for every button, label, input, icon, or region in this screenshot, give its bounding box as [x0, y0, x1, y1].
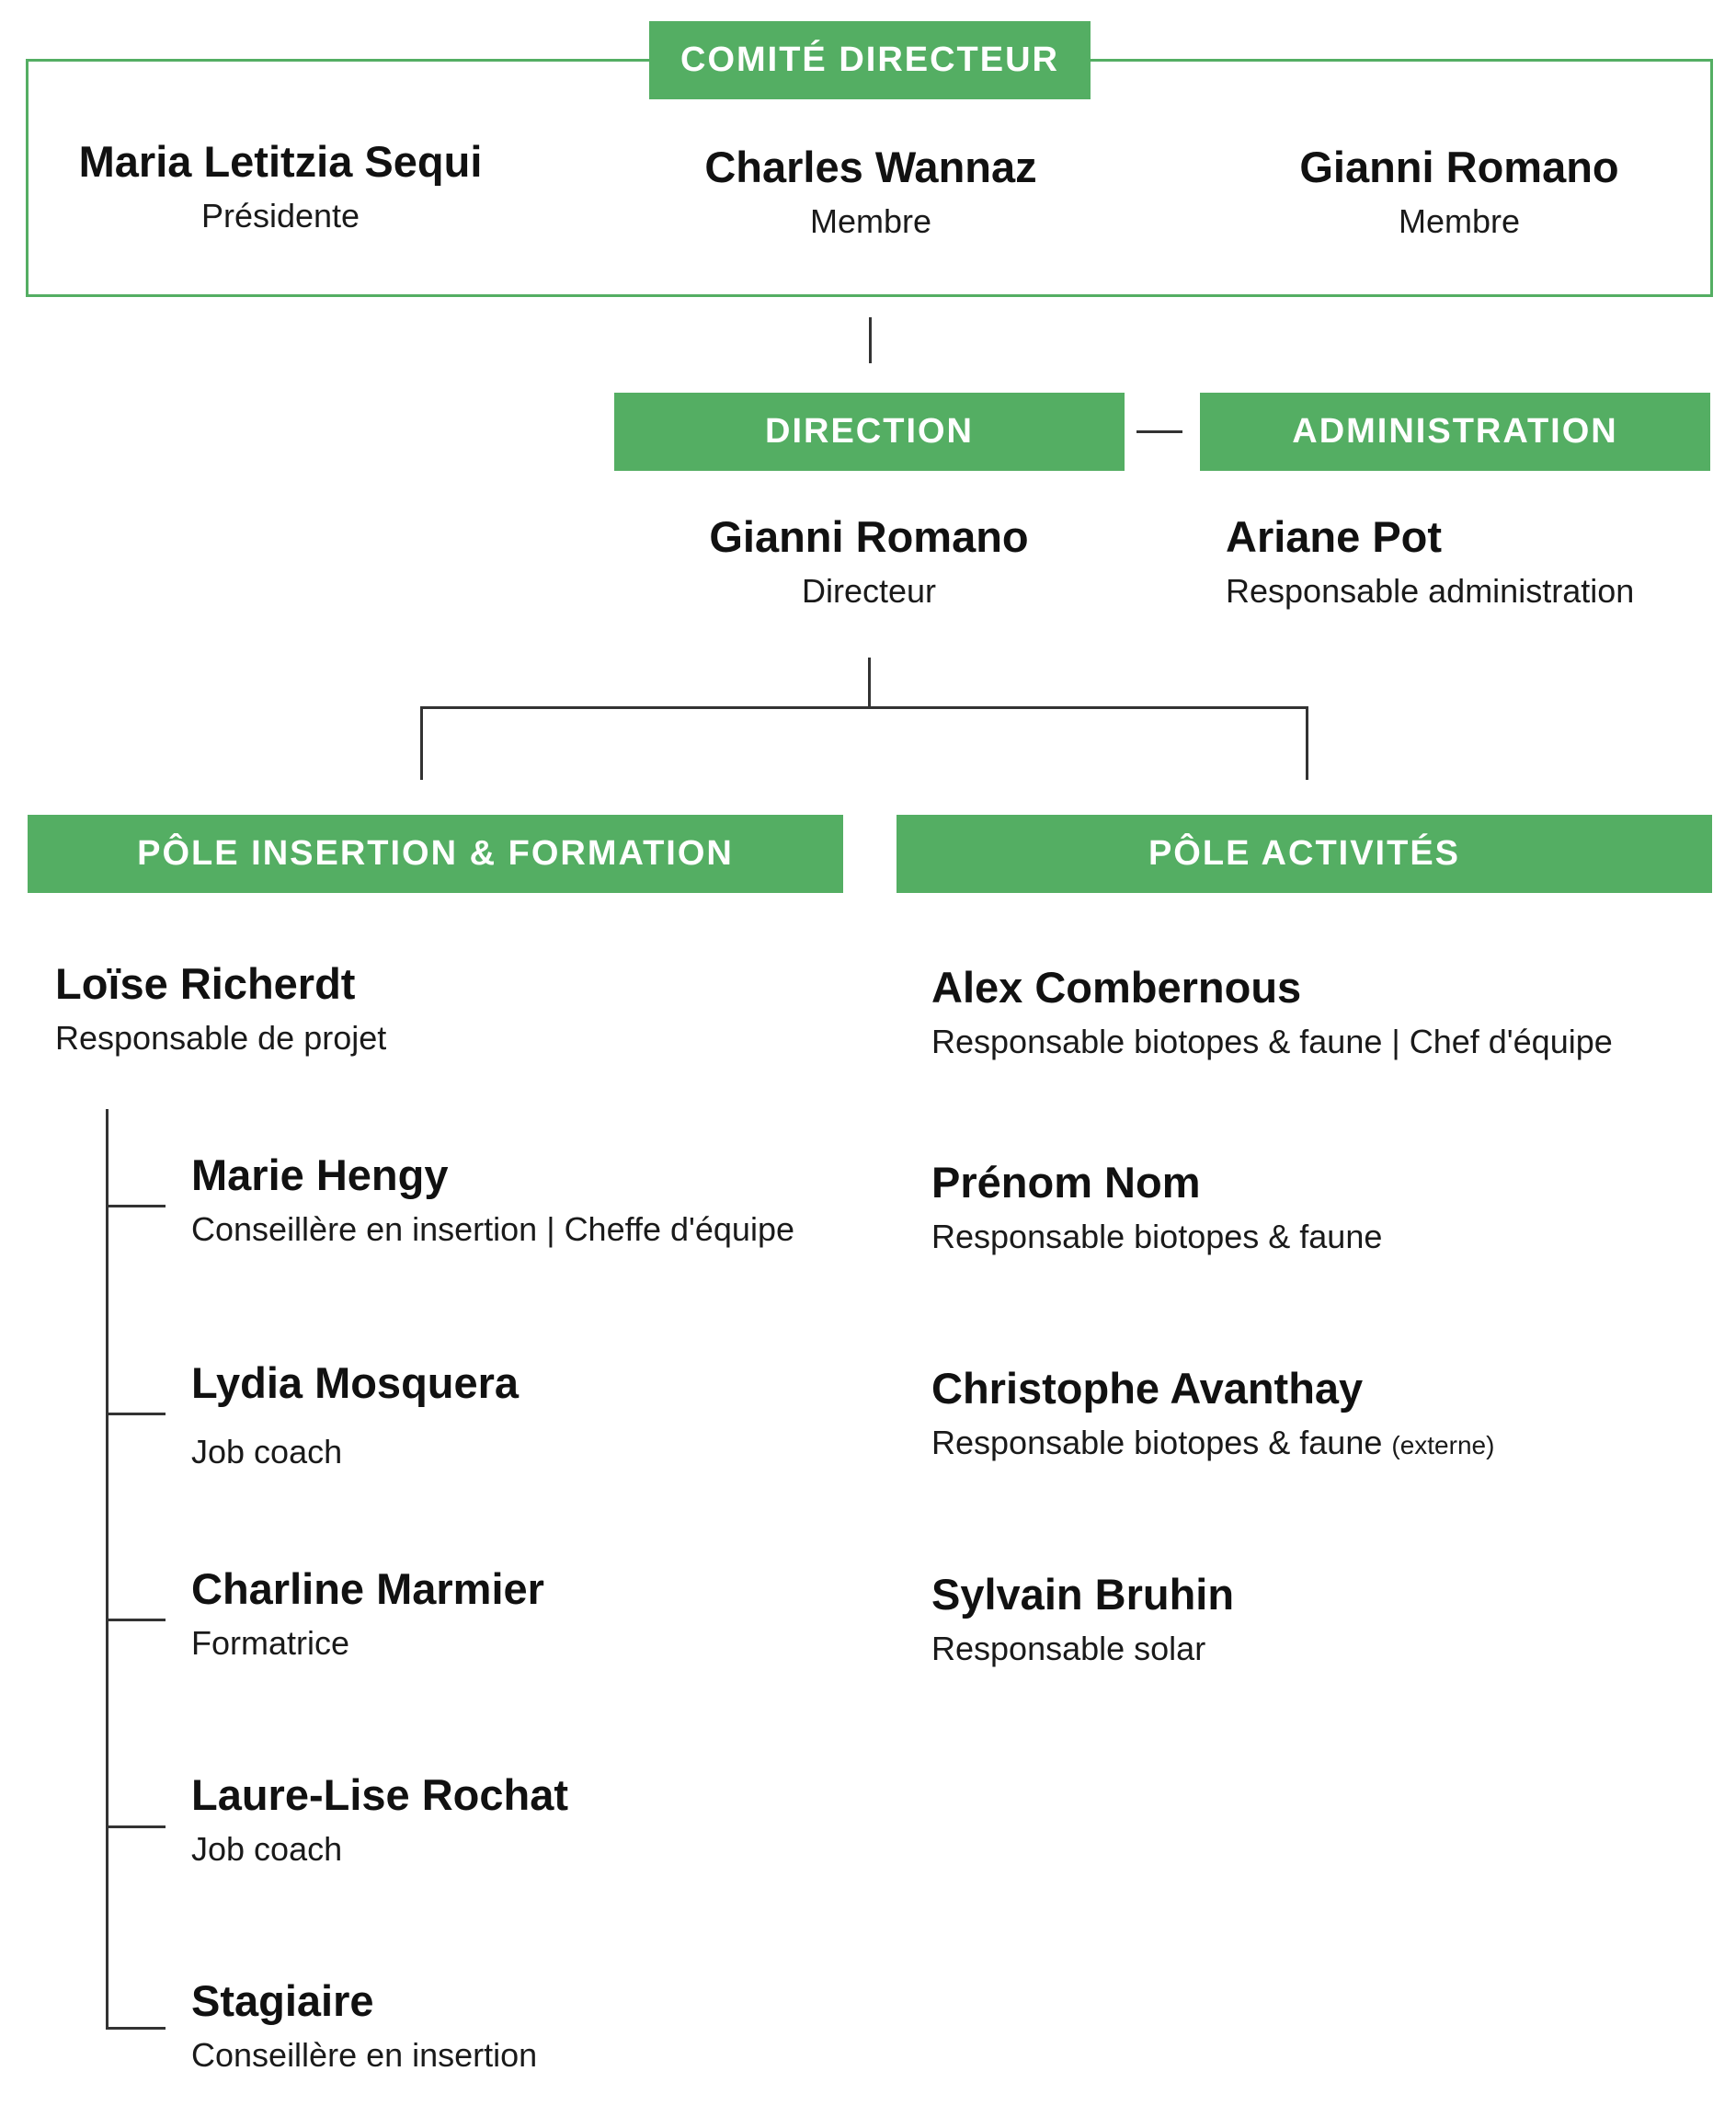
person-name: Lydia Mosquera [191, 1358, 520, 1407]
tree-branch-line [106, 1205, 166, 1207]
person-role: Conseillère en insertion | Cheffe d'équi… [191, 1210, 794, 1248]
person-name: Laure-Lise Rochat [191, 1770, 569, 1819]
connector-line [1136, 430, 1182, 433]
committee-member: Charles Wannaz Membre [641, 145, 1101, 238]
person-name: Gianni Romano [1299, 143, 1619, 191]
pole-insertion-title: PÔLE INSERTION & FORMATION [137, 834, 734, 873]
team-member: Lydia Mosquera Job coach [191, 1361, 519, 1469]
team-member: Charline Marmier Formatrice [191, 1567, 544, 1660]
person-role: Présidente [200, 197, 360, 235]
administration-header: ADMINISTRATION [1200, 393, 1710, 471]
person-name: Charline Marmier [191, 1564, 544, 1613]
committee-title: COMITÉ DIRECTEUR [680, 40, 1059, 79]
person-role: Responsable biotopes & faune | Chef d'éq… [931, 1025, 1613, 1058]
person-role: Job coach [191, 1830, 343, 1868]
person-role: Responsable biotopes & faune (externe) [931, 1426, 1494, 1459]
team-member: Alex Combernous Responsable biotopes & f… [931, 966, 1613, 1058]
direction-title: DIRECTION [765, 412, 974, 451]
person-name: Loïse Richerdt [55, 959, 356, 1008]
connector-line [1306, 706, 1308, 780]
person-role: Directeur [801, 572, 937, 610]
person-name: Christophe Avanthay [931, 1364, 1364, 1413]
director: Gianni Romano Directeur [639, 515, 1099, 608]
team-member: Stagiaire Conseillère en insertion [191, 1979, 537, 2072]
administration-title: ADMINISTRATION [1292, 412, 1618, 451]
person-role: Responsable biotopes & faune [931, 1220, 1382, 1253]
tree-branch-line [106, 1413, 166, 1415]
connector-line [869, 317, 872, 363]
person-name: Ariane Pot [1226, 512, 1443, 561]
person-name: Gianni Romano [709, 512, 1029, 561]
committee-header: COMITÉ DIRECTEUR [649, 21, 1091, 99]
role-text: Responsable solar [931, 1630, 1206, 1667]
tree-branch-line [106, 1619, 166, 1621]
pole-insertion-header: PÔLE INSERTION & FORMATION [28, 815, 843, 893]
tree-branch-line [106, 1825, 166, 1828]
person-name: Prénom Nom [931, 1158, 1201, 1207]
person-name: Stagiaire [191, 1976, 374, 2025]
committee-member: Maria Letitzia Sequi Présidente [51, 140, 510, 233]
person-role: Responsable de projet [55, 1019, 387, 1057]
pole-activites-header: PÔLE ACTIVITÉS [897, 815, 1712, 893]
person-role: Membre [1398, 202, 1521, 240]
team-member: Marie Hengy Conseillère en insertion | C… [191, 1153, 794, 1246]
tree-trunk-line [106, 1109, 108, 2030]
committee-member: Gianni Romano Membre [1229, 145, 1689, 238]
person-role: Responsable administration [1226, 572, 1635, 610]
tree-branch-line [106, 2027, 166, 2030]
person-role: Conseillère en insertion [191, 2036, 538, 2074]
role-text: Responsable biotopes & faune [931, 1218, 1383, 1255]
person-name: Alex Combernous [931, 963, 1302, 1012]
direction-header: DIRECTION [614, 393, 1125, 471]
person-name: Sylvain Bruhin [931, 1570, 1235, 1619]
connector-line [868, 658, 871, 708]
person-role: Job coach [191, 1433, 343, 1470]
team-member: Sylvain Bruhin Responsable solar [931, 1573, 1234, 1665]
team-member: Prénom Nom Responsable biotopes & faune [931, 1161, 1382, 1253]
connector-line [420, 706, 1308, 709]
person-name: Maria Letitzia Sequi [78, 137, 483, 186]
administrator: Ariane Pot Responsable administration [1226, 515, 1722, 608]
person-role: Responsable solar [931, 1632, 1234, 1665]
person-name: Marie Hengy [191, 1150, 449, 1199]
pole-insertion-lead: Loïse Richerdt Responsable de projet [55, 962, 386, 1055]
role-note: (externe) [1391, 1431, 1495, 1459]
pole-activites-title: PÔLE ACTIVITÉS [1148, 834, 1461, 873]
team-member: Christophe Avanthay Responsable biotopes… [931, 1367, 1494, 1459]
person-role: Formatrice [191, 1624, 350, 1662]
role-text: Responsable biotopes & faune | Chef d'éq… [931, 1023, 1613, 1060]
role-text: Responsable biotopes & faune [931, 1424, 1383, 1461]
person-role: Membre [809, 202, 932, 240]
person-name: Charles Wannaz [704, 143, 1037, 191]
connector-line [420, 706, 423, 780]
team-member: Laure-Lise Rochat Job coach [191, 1773, 568, 1866]
